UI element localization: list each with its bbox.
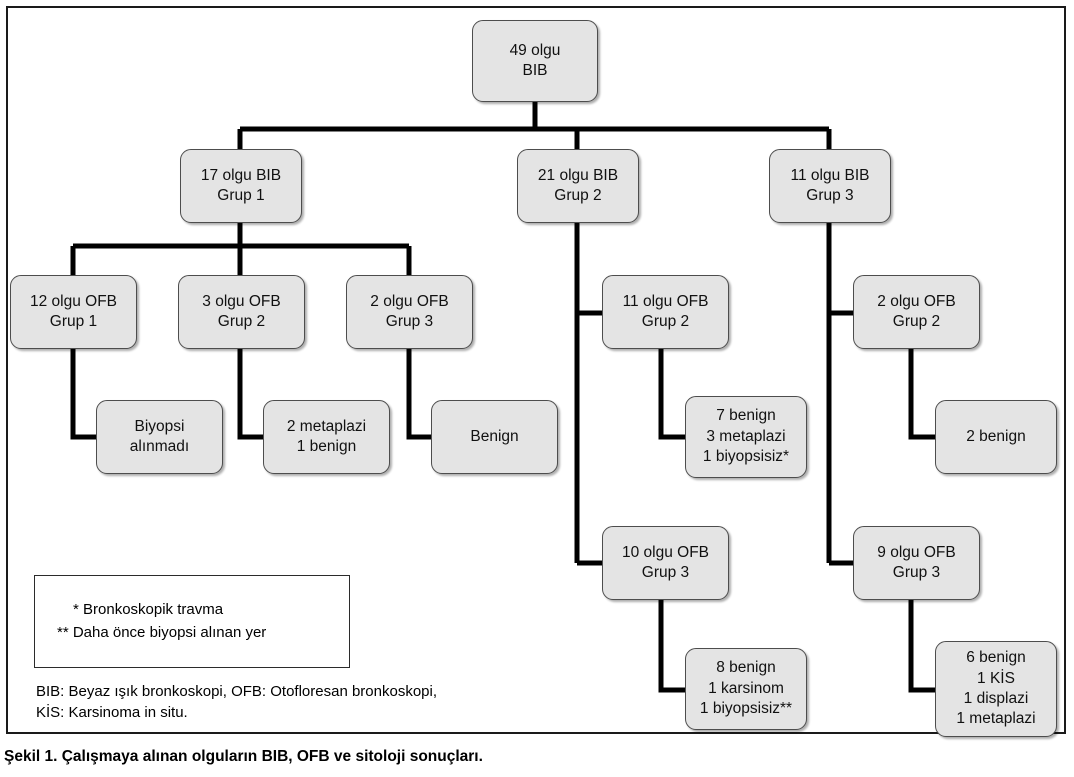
- node-result-grup2-2[interactable]: 8 benign 1 karsinom 1 biyopsisiz**: [685, 648, 807, 730]
- node-result-grup3-2[interactable]: 6 benign 1 KİS 1 displazi 1 metaplazi: [935, 641, 1057, 737]
- node-result-grup1-3[interactable]: Benign: [431, 400, 558, 474]
- node-ofb-grup1-1[interactable]: 12 olgu OFB Grup 1: [10, 275, 137, 349]
- node-ofb-grup2-2[interactable]: 10 olgu OFB Grup 3: [602, 526, 729, 600]
- node-ofb-grup2-1[interactable]: 11 olgu OFB Grup 2: [602, 275, 729, 349]
- node-ofb-grup3-2[interactable]: 9 olgu OFB Grup 3: [853, 526, 980, 600]
- node-ofb-grup1-2[interactable]: 3 olgu OFB Grup 2: [178, 275, 305, 349]
- connector-lines: [70, 101, 937, 693]
- node-bib-grup-3[interactable]: 11 olgu BIB Grup 3: [769, 149, 891, 223]
- abbreviations-text: BIB: Beyaz ışık bronkoskopi, OFB: Otoflo…: [36, 683, 438, 721]
- footnote-double-asterisk: ** Daha önce biyopsi alınan yer: [57, 623, 267, 641]
- node-result-grup1-1[interactable]: Biyopsi alınmadı: [96, 400, 223, 474]
- figure-caption: Şekil 1. Çalışmaya alınan olguların BIB,…: [4, 748, 483, 765]
- node-result-grup1-2[interactable]: 2 metaplazi 1 benign: [263, 400, 390, 474]
- node-result-grup3-1[interactable]: 2 benign: [935, 400, 1057, 474]
- node-ofb-grup1-3[interactable]: 2 olgu OFB Grup 3: [346, 275, 473, 349]
- node-bib-grup-2[interactable]: 21 olgu BIB Grup 2: [517, 149, 639, 223]
- flowchart-canvas: 49 olgu BIB 17 olgu BIB Grup 1 21 olgu B…: [10, 20, 1057, 737]
- node-result-grup2-1[interactable]: 7 benign 3 metaplazi 1 biyopsisiz*: [685, 396, 807, 478]
- footnote-single-asterisk: * Bronkoskopik travma: [73, 601, 224, 618]
- node-ofb-grup3-1[interactable]: 2 olgu OFB Grup 2: [853, 275, 980, 349]
- footnote-legend-box: * Bronkoskopik travma ** Daha önce biyop…: [34, 575, 350, 668]
- node-bib-grup-1[interactable]: 17 olgu BIB Grup 1: [180, 149, 302, 223]
- node-root-49-olgu-bib[interactable]: 49 olgu BIB: [472, 20, 598, 102]
